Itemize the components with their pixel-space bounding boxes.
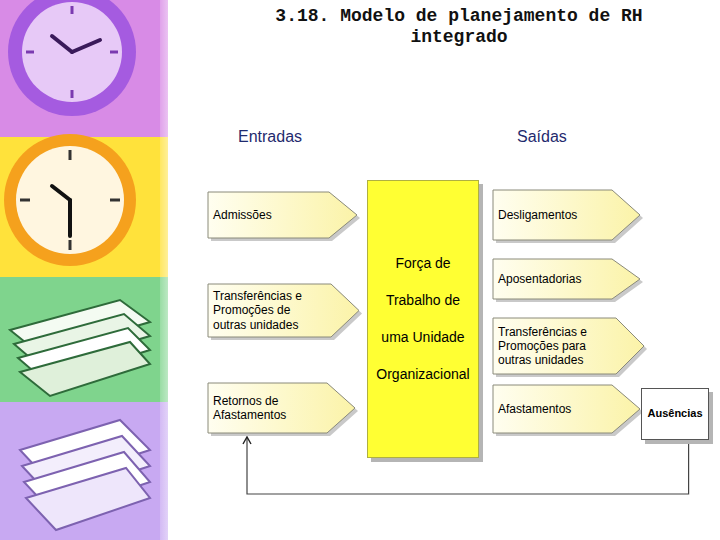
box-body bbox=[368, 181, 479, 458]
flow-arrow: Afastamentos bbox=[493, 385, 640, 433]
box-body bbox=[642, 389, 709, 440]
arrow-body bbox=[208, 383, 355, 433]
clock-ticks bbox=[26, 6, 118, 98]
arrow-body bbox=[493, 190, 640, 240]
arrow-body bbox=[493, 318, 644, 374]
node-text: Ausências bbox=[647, 407, 702, 420]
node-text: Admissões bbox=[213, 208, 272, 222]
node-text: Transferências e Promoções para outras u… bbox=[498, 325, 610, 367]
arrow-body bbox=[493, 259, 640, 299]
clock-ticks bbox=[20, 150, 120, 250]
paper-stack bbox=[20, 420, 150, 530]
arrow-body bbox=[493, 385, 640, 433]
photo-panel bbox=[0, 277, 168, 402]
arrow-body bbox=[208, 284, 359, 337]
flow-arrow: Admissões bbox=[208, 192, 357, 238]
node-text: Transferências e Promoções de outras uni… bbox=[213, 289, 325, 331]
clock-rim bbox=[4, 134, 136, 266]
flow-arrow: Transferências e Promoções para outras u… bbox=[493, 318, 644, 374]
node-text: Desligamentos bbox=[498, 208, 577, 222]
clock-rim bbox=[8, 0, 136, 116]
node-text: Aposentadorias bbox=[498, 272, 581, 286]
clock-hands bbox=[52, 36, 100, 52]
book-stack bbox=[10, 300, 150, 396]
workforce-box: Força de Trabalho de uma Unidade Organiz… bbox=[367, 180, 479, 458]
clock-face bbox=[16, 146, 124, 254]
node-text: Retornos de Afastamentos bbox=[213, 394, 309, 422]
flow-arrow: Retornos de Afastamentos bbox=[208, 383, 355, 433]
clock-face bbox=[22, 2, 122, 102]
column-heading: Entradas bbox=[238, 128, 302, 146]
photo-panel bbox=[0, 402, 168, 540]
node-outline bbox=[367, 180, 479, 458]
slide-title: 3.18. Modelo de planejamento de RH integ… bbox=[249, 6, 669, 48]
node-text: Afastamentos bbox=[498, 402, 571, 416]
column-heading: Saídas bbox=[517, 128, 567, 146]
clock-hands bbox=[52, 186, 70, 236]
flow-arrow: Transferências e Promoções de outras uni… bbox=[208, 284, 359, 337]
fade-band bbox=[160, 0, 200, 540]
flow-arrow: Aposentadorias bbox=[493, 259, 640, 299]
flow-arrow: Desligamentos bbox=[493, 190, 640, 240]
unit-text: Força de Trabalho de uma Unidade Organiz… bbox=[371, 245, 475, 393]
arrow-body bbox=[208, 192, 357, 238]
absence-box: Ausências bbox=[641, 388, 709, 440]
